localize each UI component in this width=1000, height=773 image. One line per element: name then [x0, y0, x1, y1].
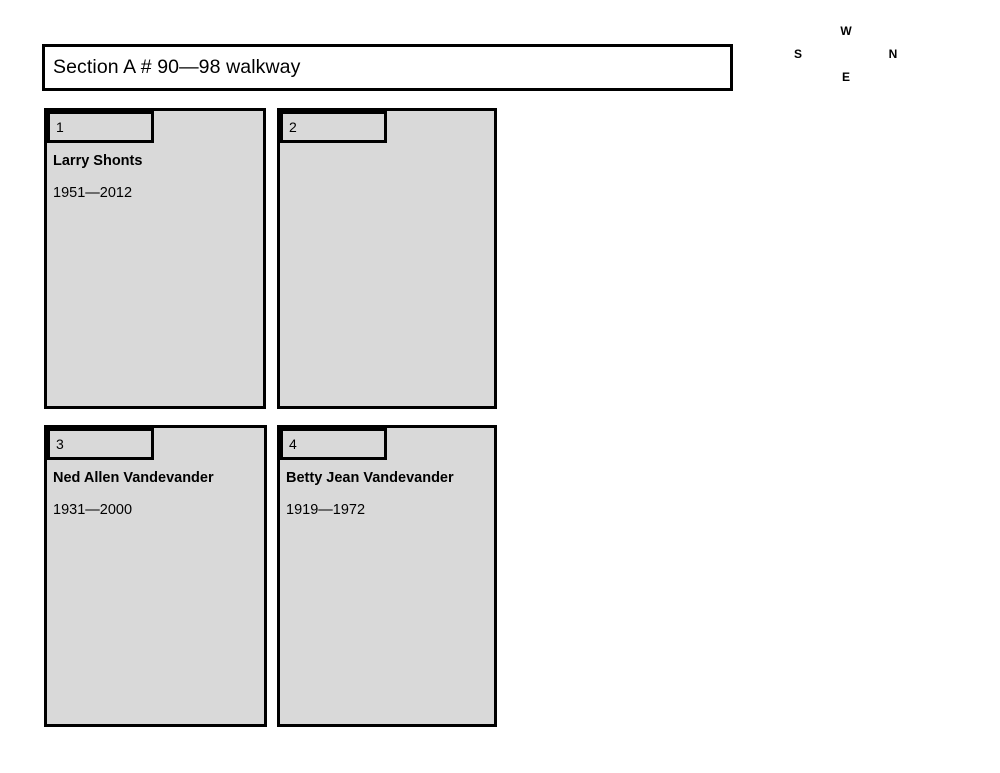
plot-cell[interactable]: 1 Larry Shonts 1951—2012	[44, 108, 266, 409]
plot-body: Betty Jean Vandevander 1919—1972	[280, 460, 494, 724]
plot-body: Larry Shonts 1951—2012	[47, 143, 263, 406]
plot-number-label: 3	[56, 436, 64, 452]
plot-number-label: 4	[289, 436, 297, 452]
plot-cell[interactable]: 2	[277, 108, 497, 409]
plot-number-box: 1	[47, 111, 154, 143]
plot-body	[280, 143, 494, 406]
compass-west-label: W	[840, 24, 852, 38]
plot-number-box: 4	[280, 428, 387, 460]
plot-cell[interactable]: 4 Betty Jean Vandevander 1919—1972	[277, 425, 497, 727]
plot-number-box: 3	[47, 428, 154, 460]
compass-south-label: S	[793, 47, 802, 61]
section-title-text: Section A # 90—98 walkway	[53, 55, 301, 78]
plot-occupant-dates: 1931—2000	[53, 502, 133, 519]
compass-east-label: E	[841, 70, 850, 84]
compass-north-label: N	[888, 47, 898, 61]
plot-occupant-name: Betty Jean Vandevander	[286, 470, 454, 486]
plot-occupant-dates: 1951—2012	[53, 185, 133, 202]
plot-number-label: 2	[289, 119, 297, 135]
plot-number-label: 1	[56, 119, 64, 135]
plot-occupant-dates: 1919—1972	[286, 502, 366, 519]
plot-number-box: 2	[280, 111, 387, 143]
plot-occupant-name: Larry Shonts	[53, 153, 143, 169]
plot-occupant-name: Ned Allen Vandevander	[53, 470, 214, 486]
plot-body: Ned Allen Vandevander 1931—2000	[47, 460, 264, 724]
section-title-bar: Section A # 90—98 walkway	[42, 44, 733, 91]
plot-cell[interactable]: 3 Ned Allen Vandevander 1931—2000	[44, 425, 267, 727]
compass-rose: W S N E	[780, 18, 920, 94]
